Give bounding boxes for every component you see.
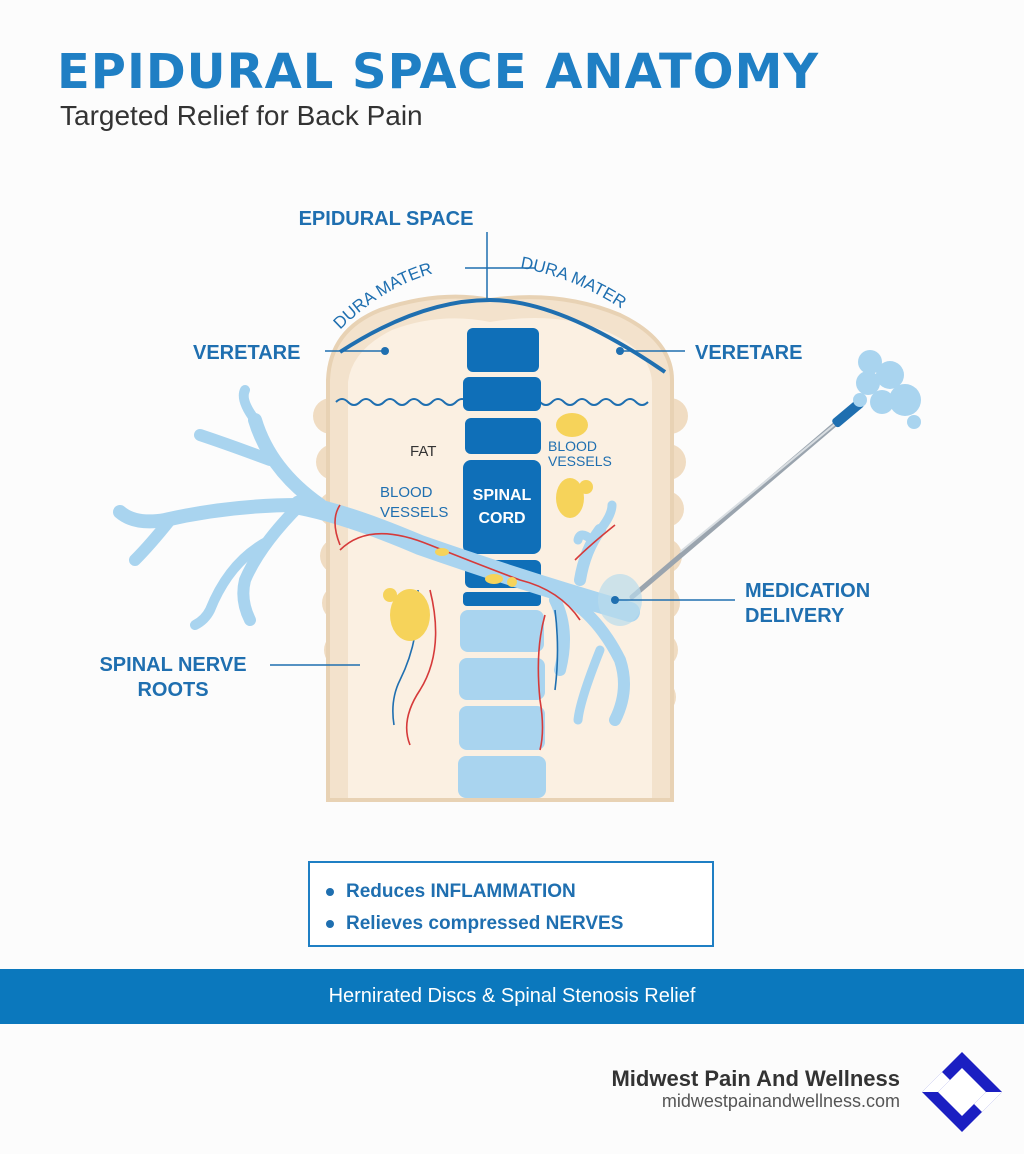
benefits-box: Reduces INFLAMMATION Relieves compressed… bbox=[308, 861, 714, 947]
fat-deposits bbox=[383, 413, 593, 641]
label-veretare-right: VERETARE bbox=[695, 342, 802, 364]
lower-vertebrae bbox=[458, 610, 546, 798]
page-title: EPIDURAL SPACE ANATOMY bbox=[57, 44, 820, 100]
label-spinal-cord-1: SPINAL bbox=[473, 487, 532, 504]
bullet-dot bbox=[326, 920, 334, 928]
spine-diagram: EPIDURAL SPACE DURA MATER DURA MATER VER… bbox=[99, 208, 921, 802]
brand-url: midwestpainandwellness.com bbox=[661, 1091, 900, 1111]
label-blood-vessels-left-2: VESSELS bbox=[380, 504, 448, 521]
label-nerve-roots-2: ROOTS bbox=[137, 679, 208, 701]
banner-text: Hernirated Discs & Spinal Stenosis Relie… bbox=[328, 985, 696, 1007]
label-epidural-space: EPIDURAL SPACE bbox=[299, 208, 474, 230]
footer-banner: Hernirated Discs & Spinal Stenosis Relie… bbox=[0, 969, 1024, 1024]
label-nerve-roots-1: SPINAL NERVE bbox=[99, 654, 246, 676]
label-spinal-cord-2: CORD bbox=[478, 510, 525, 527]
spinal-cord-segments bbox=[463, 328, 541, 606]
brand-name: Midwest Pain And Wellness bbox=[611, 1066, 900, 1091]
bullet-dot bbox=[326, 888, 334, 896]
label-veretare-left: VERETARE bbox=[193, 342, 300, 364]
label-medication-2: DELIVERY bbox=[745, 605, 845, 627]
leader-lines bbox=[270, 232, 735, 666]
benefit-item: Reduces INFLAMMATION bbox=[326, 881, 576, 903]
brand-logo-icon bbox=[922, 1052, 1002, 1132]
label-fat: FAT bbox=[410, 443, 436, 460]
benefit-text: Reduces INFLAMMATION bbox=[346, 881, 576, 902]
nerve-root-right bbox=[549, 500, 630, 726]
nerve-root-left bbox=[113, 385, 640, 630]
page-subtitle: Targeted Relief for Back Pain bbox=[60, 100, 423, 131]
label-blood-vessels-right-2: VESSELS bbox=[548, 453, 612, 469]
medication-cloud bbox=[853, 350, 921, 429]
dura-mater-line bbox=[338, 297, 667, 374]
label-blood-vessels-right-1: BLOOD bbox=[548, 438, 597, 454]
label-blood-vessels-left-1: BLOOD bbox=[380, 484, 433, 501]
benefit-item: Relieves compressed NERVES bbox=[326, 913, 623, 935]
benefit-text: Relieves compressed NERVES bbox=[346, 913, 624, 934]
label-medication-1: MEDICATION bbox=[745, 580, 870, 602]
